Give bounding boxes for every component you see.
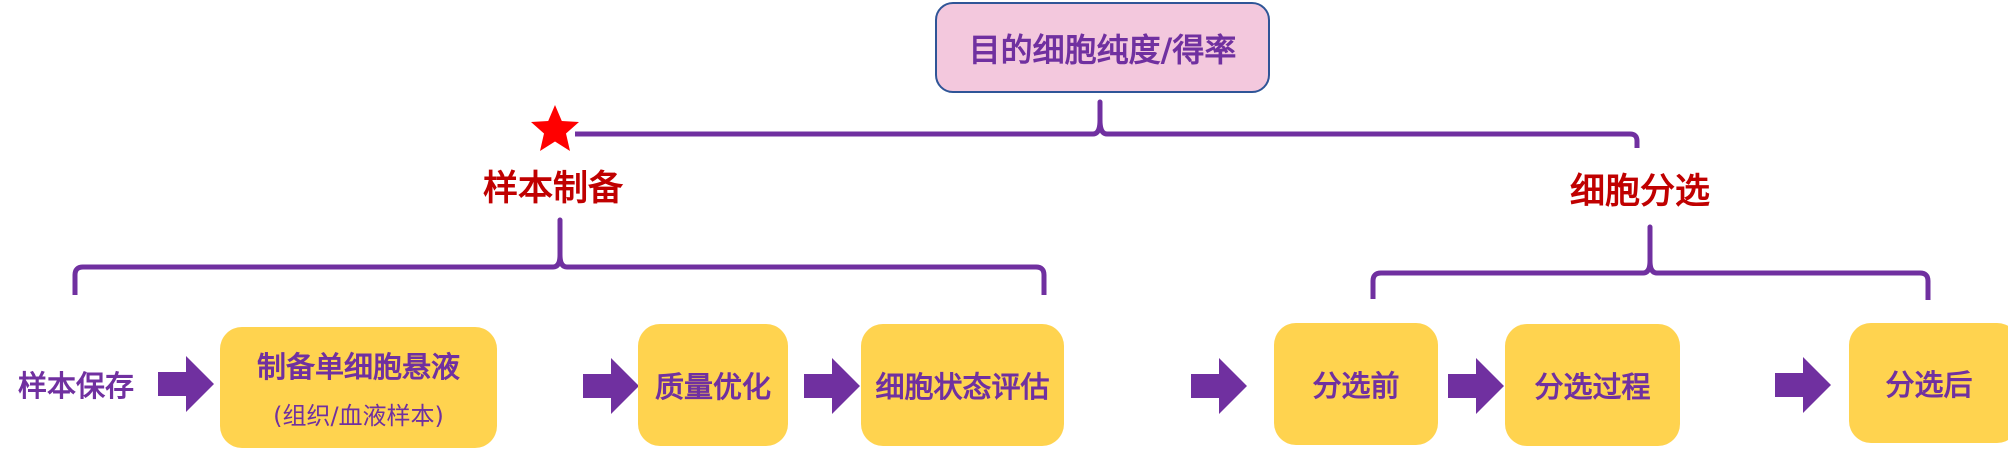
goal-bracket (575, 99, 1640, 148)
sample-prep-bracket (72, 217, 1047, 295)
goal-label: 目的细胞纯度/得率 (968, 30, 1237, 69)
right-arrow-icon (583, 358, 639, 414)
step-cell-state-assessment: 细胞状态评估 (861, 324, 1064, 446)
right-arrow-icon (1775, 357, 1831, 413)
step-quality-optimization: 质量优化 (638, 324, 788, 446)
step-sample-storage: 样本保存 (18, 369, 135, 403)
right-arrow-icon (1191, 358, 1247, 414)
step-label: 分选过程 (1534, 370, 1651, 404)
group-label-sample-prep: 样本制备 (483, 169, 624, 209)
group-label-cell-sorting: 细胞分选 (1570, 172, 1711, 212)
cell-sorting-bracket (1370, 224, 1931, 300)
star-icon (531, 105, 579, 151)
goal-box: 目的细胞纯度/得率 (935, 2, 1270, 93)
step-pre-sorting: 分选前 (1274, 323, 1438, 445)
right-arrow-icon (158, 356, 214, 412)
step-label: 制备单细胞悬液 (256, 350, 460, 384)
step-label: 分选前 (1312, 369, 1400, 403)
step-label: 质量优化 (654, 370, 771, 404)
step-post-sorting: 分选后 (1849, 323, 2008, 443)
right-arrow-icon (804, 358, 860, 414)
step-sublabel: (组织/血液样本) (273, 402, 444, 430)
step-label: 细胞状态评估 (875, 370, 1050, 404)
step-sorting-process: 分选过程 (1505, 324, 1680, 446)
right-arrow-icon (1448, 358, 1504, 414)
step-single-cell-suspension: 制备单细胞悬液 (组织/血液样本) (220, 327, 497, 448)
step-label: 分选后 (1885, 368, 1973, 402)
